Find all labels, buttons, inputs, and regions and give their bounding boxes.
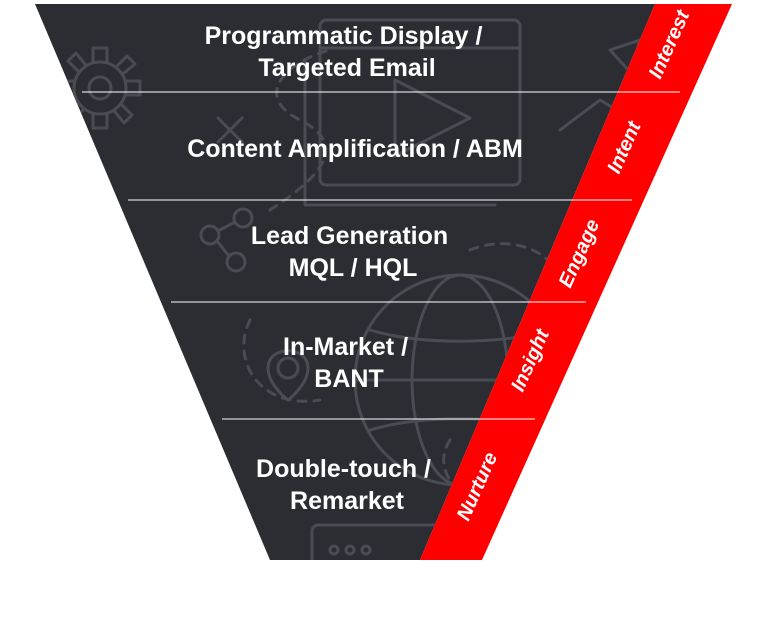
stage-dividers [82,91,680,420]
gear-icon [58,46,142,130]
cross-mark-icon [216,116,244,144]
video-window-icon [303,18,522,207]
stage-1-label: Programmatic Display / Targeted Email [205,22,490,82]
stage-5-label: Double-touch / Remarket [256,455,438,515]
funnel-body [35,4,655,560]
stage-labels: Programmatic Display / Targeted Email Co… [187,22,523,515]
share-nodes-icon [199,207,254,273]
band-strip [420,4,732,560]
stage-2-label: Content Amplification / ABM [187,135,523,163]
stage-3-label: Lead Generation MQL / HQL [251,222,455,282]
location-pin-icon [266,349,310,402]
stage-4-label: In-Market / BANT [283,333,415,393]
